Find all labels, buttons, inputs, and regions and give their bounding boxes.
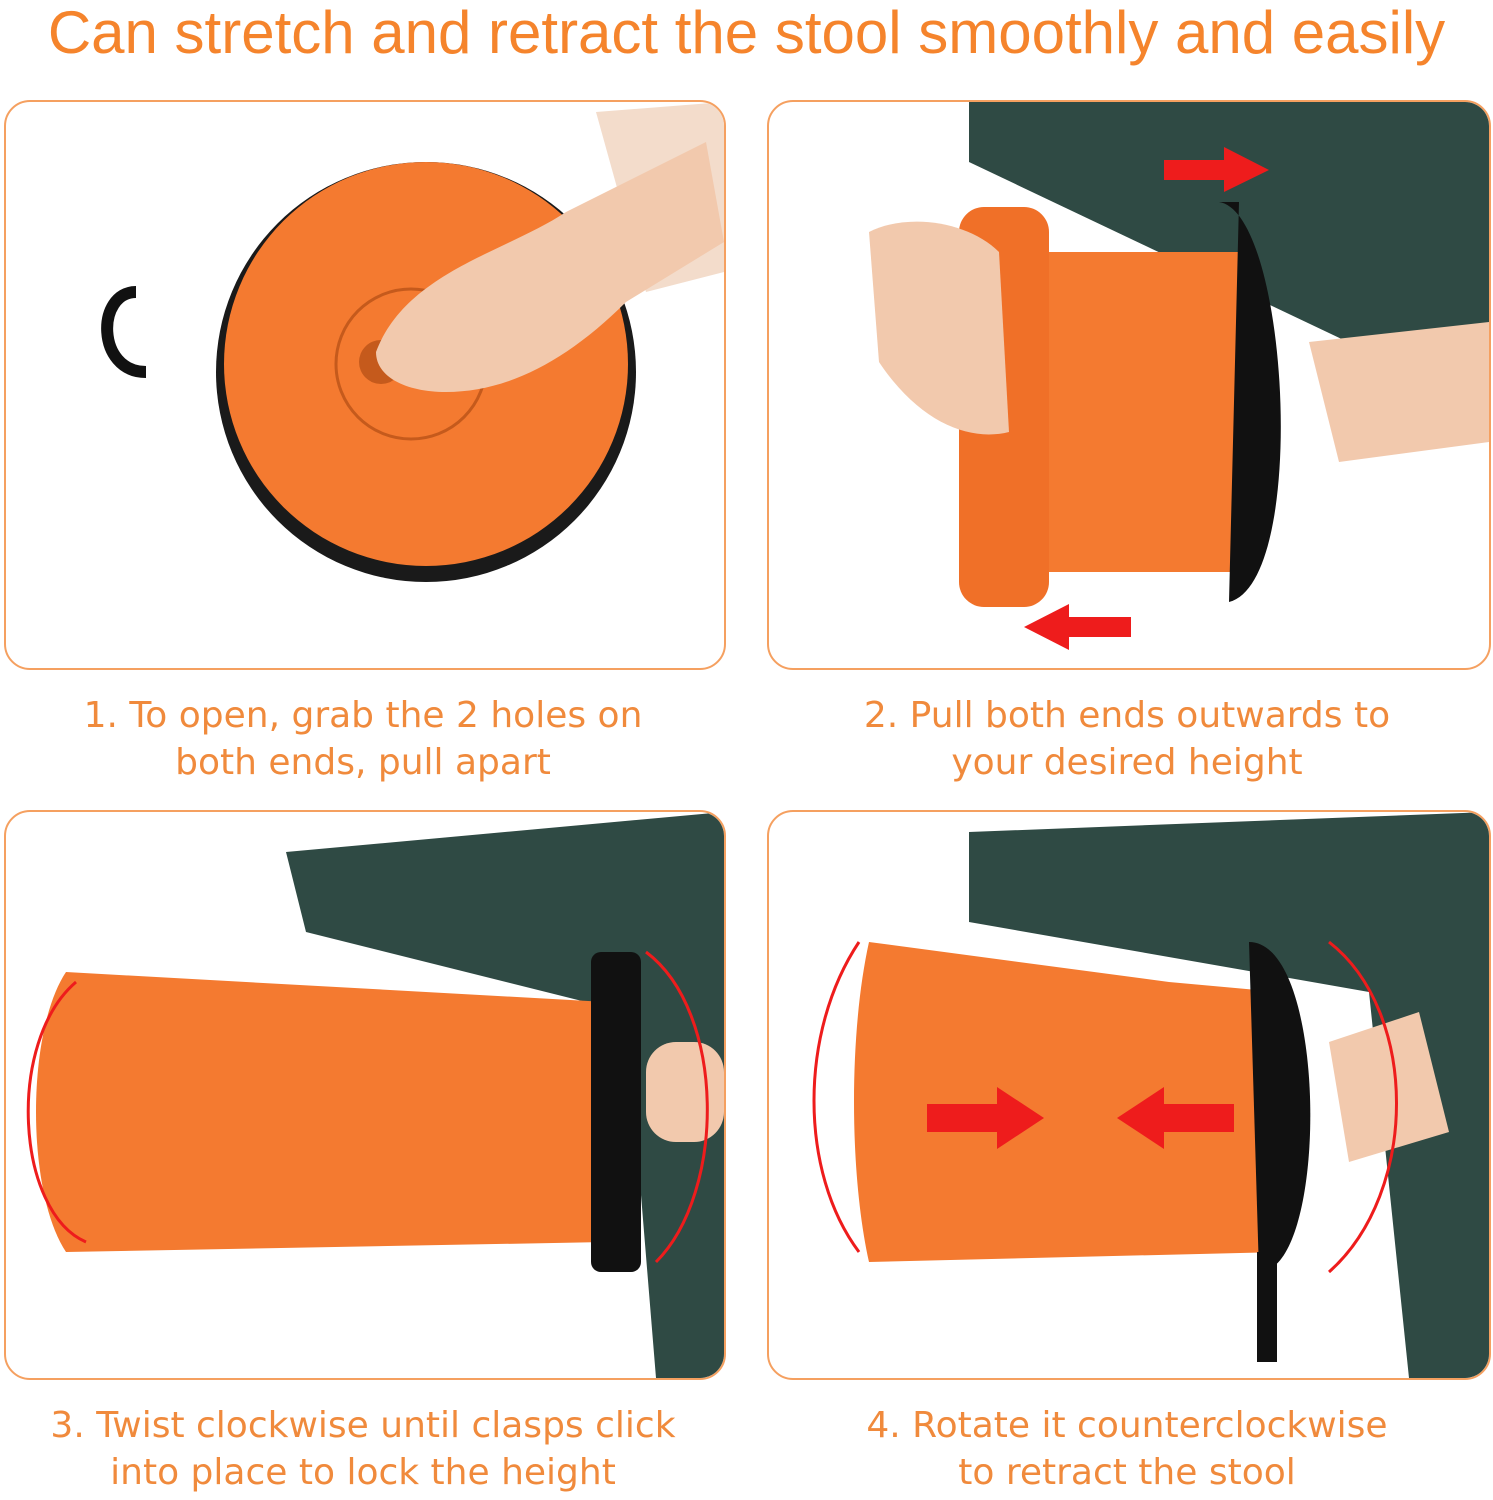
step-2-photo xyxy=(767,100,1491,670)
step-3-photo xyxy=(4,810,726,1380)
step-1-caption: 1. To open, grab the 2 holes on both end… xyxy=(4,692,722,786)
step-3-caption: 3. Twist clockwise until clasps click in… xyxy=(4,1402,722,1496)
rotate-arrow-icon xyxy=(645,950,709,1264)
rotate-arrow-icon xyxy=(26,980,87,1244)
rotate-arrow-icon xyxy=(812,941,861,1253)
page-title: Can stretch and retract the stool smooth… xyxy=(47,0,1446,66)
arrow-right-icon xyxy=(1164,147,1269,192)
step-4-photo xyxy=(767,810,1491,1380)
caption-line: 4. Rotate it counterclockwise xyxy=(866,1405,1388,1446)
caption-line: 1. To open, grab the 2 holes on xyxy=(83,695,643,736)
step-4-caption: 4. Rotate it counterclockwise to retract… xyxy=(767,1402,1487,1496)
caption-line: 3. Twist clockwise until clasps click xyxy=(50,1405,676,1446)
rotate-arrow-icon xyxy=(1328,940,1398,1274)
arrow-right-icon xyxy=(927,1087,1044,1149)
caption-line: to retract the stool xyxy=(958,1452,1296,1493)
caption-line: both ends, pull apart xyxy=(175,742,551,783)
step-1-photo xyxy=(4,100,726,670)
arrow-left-icon xyxy=(1117,1087,1234,1149)
caption-line: 2. Pull both ends outwards to xyxy=(863,695,1391,736)
arrow-left-icon xyxy=(1024,604,1131,650)
step-2-caption: 2. Pull both ends outwards to your desir… xyxy=(767,692,1487,786)
caption-line: your desired height xyxy=(951,742,1303,783)
caption-line: into place to lock the height xyxy=(110,1452,616,1493)
